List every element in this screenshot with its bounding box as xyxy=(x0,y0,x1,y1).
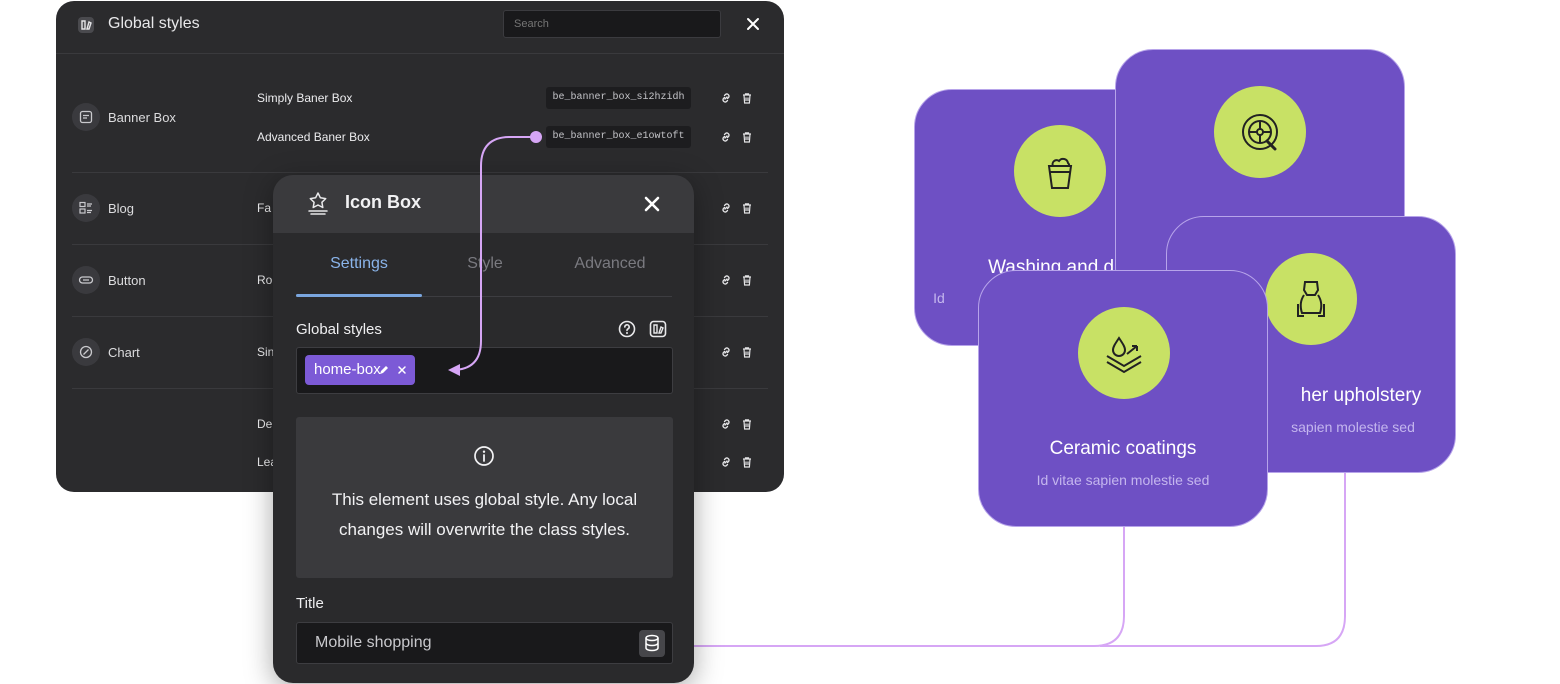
notice-text: This element uses global style. Any loca… xyxy=(331,490,638,539)
tab-advanced[interactable]: Advanced xyxy=(574,255,646,272)
button-icon xyxy=(72,266,100,294)
trash-icon[interactable] xyxy=(740,345,754,359)
close-icon[interactable] xyxy=(742,13,764,35)
global-styles-logo-icon xyxy=(78,17,94,33)
card-subtitle: sapien molestie sed xyxy=(1291,419,1415,435)
style-item-name[interactable]: Lea xyxy=(257,455,278,469)
link-icon[interactable] xyxy=(719,273,733,287)
icon-box-logo-icon xyxy=(308,192,328,215)
card-subtitle: Id vitae sapien molestie sed xyxy=(1036,472,1210,488)
category-label: Chart xyxy=(108,345,140,360)
link-icon[interactable] xyxy=(719,345,733,359)
card-icon-circle xyxy=(1078,307,1170,399)
global-styles-field[interactable]: home-box xyxy=(296,347,673,394)
card-title: her upholstery xyxy=(1300,385,1422,406)
wheel-icon xyxy=(1242,114,1278,151)
style-class-name: be_banner_box_e1owtoft xyxy=(546,126,691,148)
title-input[interactable] xyxy=(296,622,673,664)
card-icon-circle xyxy=(1214,86,1306,178)
trash-icon[interactable] xyxy=(740,417,754,431)
card-icon-circle xyxy=(1265,253,1357,345)
category-label: Banner Box xyxy=(108,110,176,125)
style-item-name[interactable]: Simply Baner Box xyxy=(257,91,353,105)
style-item-name[interactable]: Fa xyxy=(257,201,272,215)
trash-icon[interactable] xyxy=(740,455,754,469)
trash-icon[interactable] xyxy=(740,91,754,105)
global-styles-header: Global styles xyxy=(56,1,784,54)
blog-icon xyxy=(72,194,100,222)
link-icon[interactable] xyxy=(719,91,733,105)
trash-icon[interactable] xyxy=(740,201,754,215)
style-item-name[interactable]: De xyxy=(257,417,273,431)
style-item-name[interactable]: Ro xyxy=(257,273,273,287)
icon-box-panel: Icon Box Settings Style Advanced Global … xyxy=(273,175,694,683)
global-style-tag[interactable]: home-box xyxy=(305,355,415,385)
trash-icon[interactable] xyxy=(740,273,754,287)
title-label: Title xyxy=(296,595,324,612)
tab-style[interactable]: Style xyxy=(467,255,503,272)
global-styles-icon[interactable] xyxy=(649,320,667,338)
card-title: Ceramic coatings xyxy=(1049,438,1197,459)
car-seat-icon xyxy=(1297,281,1325,317)
active-tab-indicator xyxy=(296,294,422,297)
category-label: Button xyxy=(108,273,146,288)
pencil-icon[interactable] xyxy=(377,363,391,377)
card-icon-circle xyxy=(1014,125,1106,217)
icon-box-header: Icon Box xyxy=(273,175,694,233)
global-styles-label: Global styles xyxy=(296,321,382,338)
help-icon[interactable] xyxy=(618,320,636,338)
info-icon xyxy=(474,446,494,466)
database-icon xyxy=(645,634,659,652)
dynamic-data-button[interactable] xyxy=(639,630,665,657)
global-style-notice: This element uses global style. Any loca… xyxy=(296,417,673,578)
card-ceramic: Ceramic coatings Id vitae sapien molesti… xyxy=(978,270,1268,527)
category-label: Blog xyxy=(108,201,135,216)
search-input[interactable] xyxy=(503,10,721,38)
remove-tag-icon[interactable] xyxy=(395,363,409,377)
bucket-icon xyxy=(1047,157,1073,189)
divider xyxy=(72,172,768,173)
global-styles-title: Global styles xyxy=(108,15,200,32)
global-style-tag-label: home-box xyxy=(314,361,381,378)
link-icon[interactable] xyxy=(719,130,733,144)
style-class-name: be_banner_box_si2hzidh xyxy=(546,87,691,109)
link-icon[interactable] xyxy=(719,201,733,215)
link-icon[interactable] xyxy=(719,417,733,431)
trash-icon[interactable] xyxy=(740,130,754,144)
chart-icon xyxy=(72,338,100,366)
close-icon[interactable] xyxy=(639,191,665,217)
style-item-name[interactable]: Sin xyxy=(257,345,275,359)
ceramic-coating-icon xyxy=(1106,336,1142,374)
banner-box-icon xyxy=(72,103,100,131)
card-subtitle: Id xyxy=(933,290,945,306)
link-icon[interactable] xyxy=(719,455,733,469)
tab-settings[interactable]: Settings xyxy=(330,255,388,272)
style-item-name[interactable]: Advanced Baner Box xyxy=(257,130,370,144)
icon-box-title: Icon Box xyxy=(345,192,422,212)
